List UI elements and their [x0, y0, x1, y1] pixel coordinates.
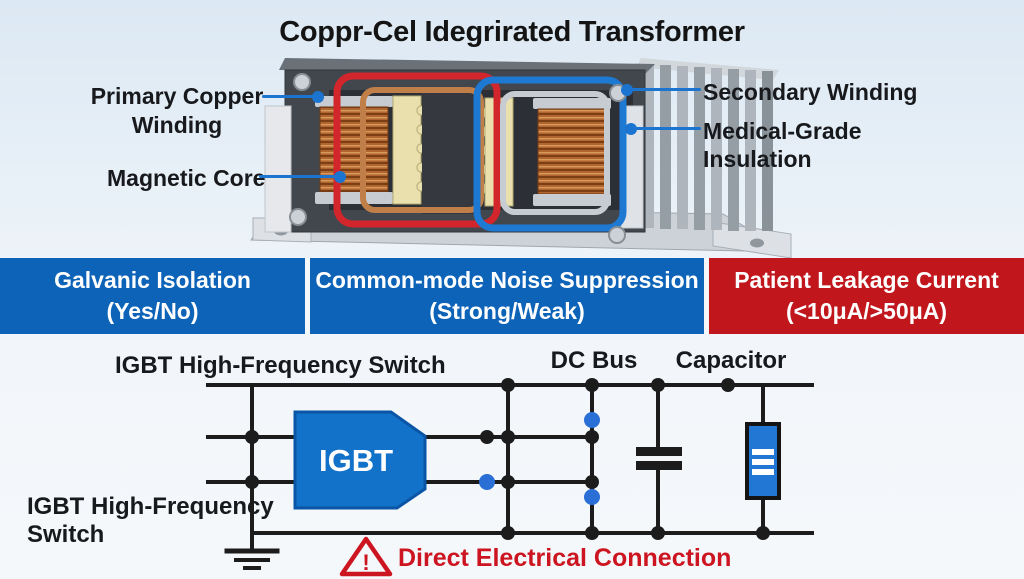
banner-segment-noise-suppression: Common-mode Noise Suppression (Strong/We…	[310, 258, 704, 334]
silver-wire-loop	[500, 91, 610, 215]
svg-text:Switch: Switch	[27, 521, 104, 548]
label-primary-winding: Primary Copper Winding	[90, 83, 264, 138]
secondary-coil	[533, 98, 611, 206]
screw-icon	[289, 208, 307, 226]
primary-wire-loop-red	[333, 72, 501, 228]
primary-coil	[315, 96, 393, 204]
leader-line-insulation	[631, 127, 701, 130]
left-bracket	[264, 105, 292, 233]
label-secondary-winding: Secondary Winding	[703, 79, 918, 105]
secondary-wire-loop-blue	[473, 76, 627, 232]
banner-segment-leakage-current: Patient Leakage Current (<10μA/>50μA)	[709, 258, 1024, 334]
leader-line-primary	[262, 95, 318, 98]
label-dc-bus: DC Bus	[551, 347, 638, 374]
label-capacitor: Capacitor	[676, 347, 787, 374]
banner-segment-galvanic-isolation: Galvanic Isolation (Yes/No)	[0, 258, 305, 334]
igbt-block-label: IGBT	[319, 443, 393, 478]
label-igbt-switch-left: IGBT High-Frequency Switch	[27, 493, 274, 548]
magnetic-core-assembly	[315, 88, 611, 214]
resistor-symbol	[745, 422, 781, 500]
screw-icon	[293, 73, 311, 91]
capacitor-symbol	[636, 447, 682, 470]
label-igbt-switch-top: IGBT High-Frequency Switch	[115, 352, 446, 379]
leader-line-magnetic	[259, 175, 341, 178]
core-block	[422, 88, 480, 214]
junction-dots-blue	[479, 412, 600, 505]
page-title: Coppr-Cel Idegrirated Transformer	[279, 16, 745, 48]
label-magnetic-core: Magnetic Core	[107, 165, 266, 191]
circuit-diagram: IGBT High-Frequency Switch DC Bus Capaci…	[27, 347, 814, 577]
label-medical-insulation: Medical-Grade Insulation	[703, 118, 862, 172]
leader-dot-primary	[312, 91, 324, 103]
comparison-banner: Galvanic Isolation (Yes/No) Common-mode …	[0, 258, 1024, 334]
igbt-block: IGBT	[293, 410, 427, 510]
warning-triangle-icon: !	[339, 536, 393, 577]
junction-dots	[245, 378, 770, 540]
leader-dot-insulation	[625, 123, 637, 135]
copper-wire-loop	[360, 87, 484, 213]
svg-text:IGBT High-Frequency: IGBT High-Frequency	[27, 493, 274, 520]
heatsink-fins	[637, 58, 779, 231]
svg-text:!: !	[362, 550, 369, 575]
ground-symbol	[224, 548, 280, 570]
warning-text: Direct Electrical Connection	[398, 544, 731, 572]
corner-screws	[289, 73, 627, 244]
transformer-illustration	[250, 58, 792, 259]
leader-dot-magnetic	[334, 171, 346, 183]
leader-line-secondary	[627, 88, 701, 91]
screw-icon	[608, 226, 626, 244]
leader-dot-secondary	[621, 84, 633, 96]
